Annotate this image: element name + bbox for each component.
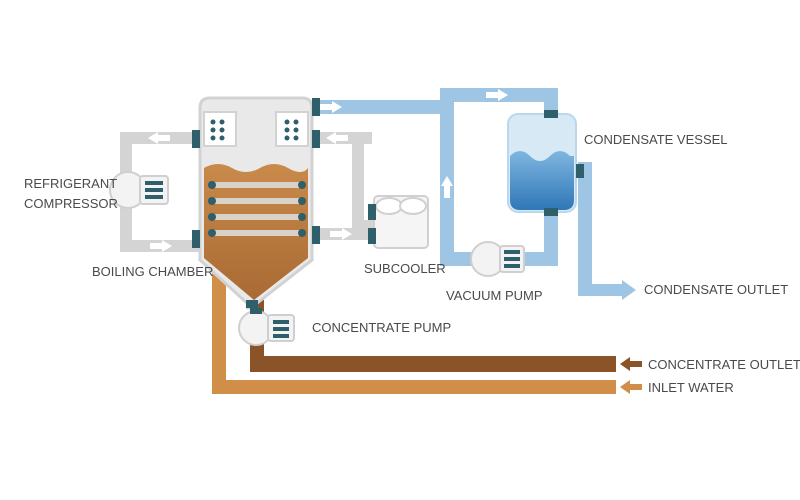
vapor-flow-arrows [320,89,508,198]
label-subcooler: SUBCOOLER [364,261,446,276]
flow-direction-arrows [620,357,642,394]
refrigerant-flow-arrows [148,132,352,252]
label-concentrate-pump: CONCENTRATE PUMP [312,320,451,335]
inlet-water-pipe [212,270,616,394]
condensate-vessel [507,110,584,216]
label-refrigerant-compressor-2: COMPRESSOR [24,196,118,211]
boiling-chamber [192,96,320,310]
label-condensate-vessel: CONDENSATE VESSEL [584,132,728,147]
subcooler [368,195,429,249]
heat-exchanger-tubes [208,181,306,237]
label-boiling-chamber: BOILING CHAMBER [92,264,213,279]
label-vacuum-pump: VACUUM PUMP [446,288,543,303]
label-concentrate-outlet: CONCENTRATE OUTLET [648,357,800,372]
concentrate-pump-icon [238,308,295,346]
label-inlet-water: INLET WATER [648,380,734,395]
refrigerant-compressor-icon [109,171,169,209]
label-condensate-outlet: CONDENSATE OUTLET [644,282,788,297]
vacuum-pump-icon [470,241,525,277]
label-refrigerant-compressor-1: REFRIGERANT [24,176,117,191]
